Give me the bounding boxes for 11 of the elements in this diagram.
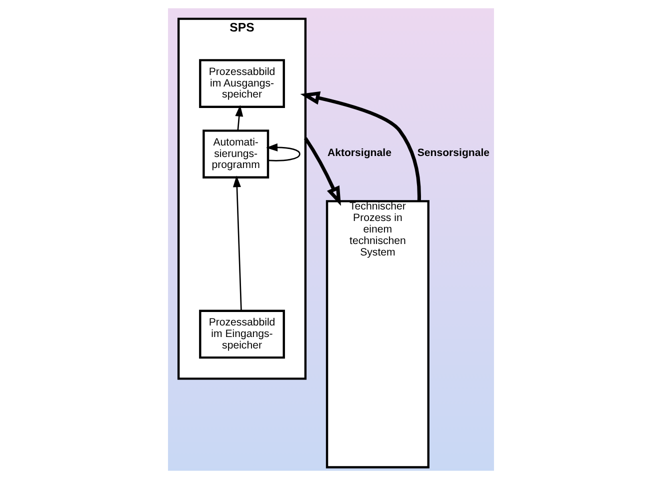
arrow xyxy=(300,91,420,202)
edge-label: Aktorsignale xyxy=(326,146,391,159)
arrow xyxy=(266,143,300,162)
node-box: Prozessabbild im Eingangs- speicher xyxy=(198,310,284,359)
node-box: Prozessabbild im Ausgangs- speicher xyxy=(198,59,284,108)
edge-label: Sensorsignale xyxy=(416,146,490,159)
arrow xyxy=(303,137,340,206)
arrow xyxy=(234,105,243,131)
arrow xyxy=(232,176,242,311)
node-box: Technischer Prozess in einem technischen System xyxy=(325,200,429,468)
node-box: Automati- sierungs- programm xyxy=(202,130,269,178)
